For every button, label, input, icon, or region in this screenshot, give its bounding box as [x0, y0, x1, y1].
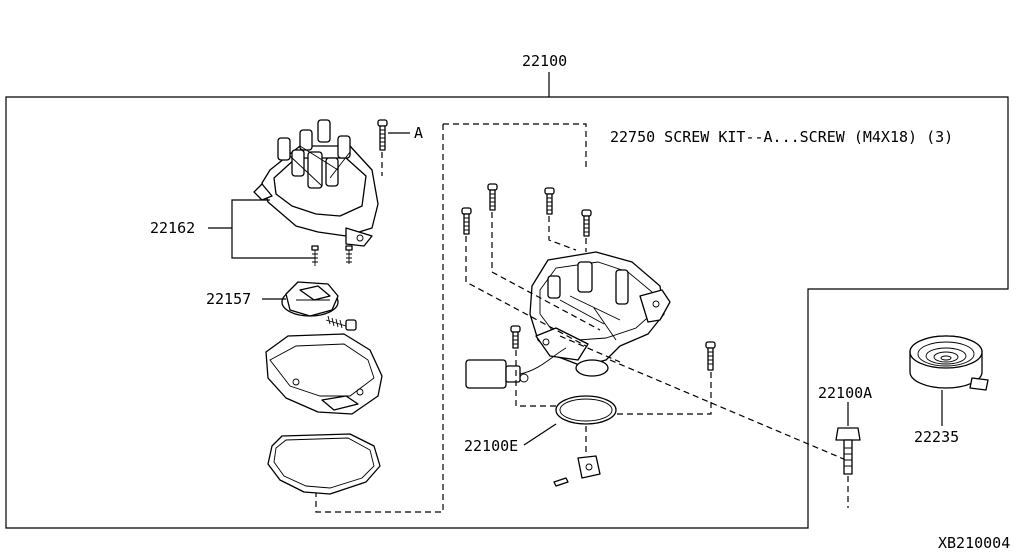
- cap-bracket-leader: [208, 199, 316, 259]
- housing-screw-6: [705, 341, 716, 371]
- drive-pin: [553, 477, 569, 487]
- housing-screw-3: [544, 187, 555, 215]
- assembly-boundary: [5, 96, 1009, 529]
- screw-alignment-lines: [465, 212, 847, 461]
- distributor-cap: [253, 119, 379, 247]
- screw-kit-note: 22750 SCREW KIT--A...SCREW (M4X18) (3): [610, 128, 953, 146]
- o-ring-leader: [523, 423, 557, 446]
- housing-screw-2: [487, 183, 498, 211]
- bolt-label: 22100A: [818, 384, 872, 402]
- screw-a-label: A: [414, 124, 423, 142]
- distributor-housing: [529, 251, 671, 377]
- assembly-label: 22100: [522, 52, 567, 70]
- housing-screw-4: [581, 209, 592, 237]
- figure-code: XB210004: [938, 534, 1010, 552]
- cap-label: 22162: [150, 219, 195, 237]
- electrical-connector: [465, 347, 567, 389]
- o-ring: [555, 395, 617, 425]
- bolt: [835, 427, 861, 508]
- coil-part: [909, 335, 989, 391]
- gasket-inner: [273, 437, 375, 489]
- rotor: [281, 281, 339, 317]
- inner-cover: [265, 333, 383, 415]
- housing-screw-1: [461, 207, 472, 235]
- drive-collar: [577, 455, 601, 479]
- rotor-screw: [325, 315, 357, 331]
- coil-label: 22235: [914, 428, 959, 446]
- cap-screw-left: [311, 245, 319, 266]
- o-ring-label: 22100E: [464, 437, 518, 455]
- cap-screw-right: [345, 245, 353, 264]
- o-ring-inner: [559, 398, 613, 422]
- housing-screw-5: [510, 325, 521, 349]
- rotor-label: 22157: [206, 290, 251, 308]
- gasket: [267, 433, 381, 495]
- screw-a: [377, 119, 388, 176]
- cover-group-dashed-bracket: [315, 123, 587, 513]
